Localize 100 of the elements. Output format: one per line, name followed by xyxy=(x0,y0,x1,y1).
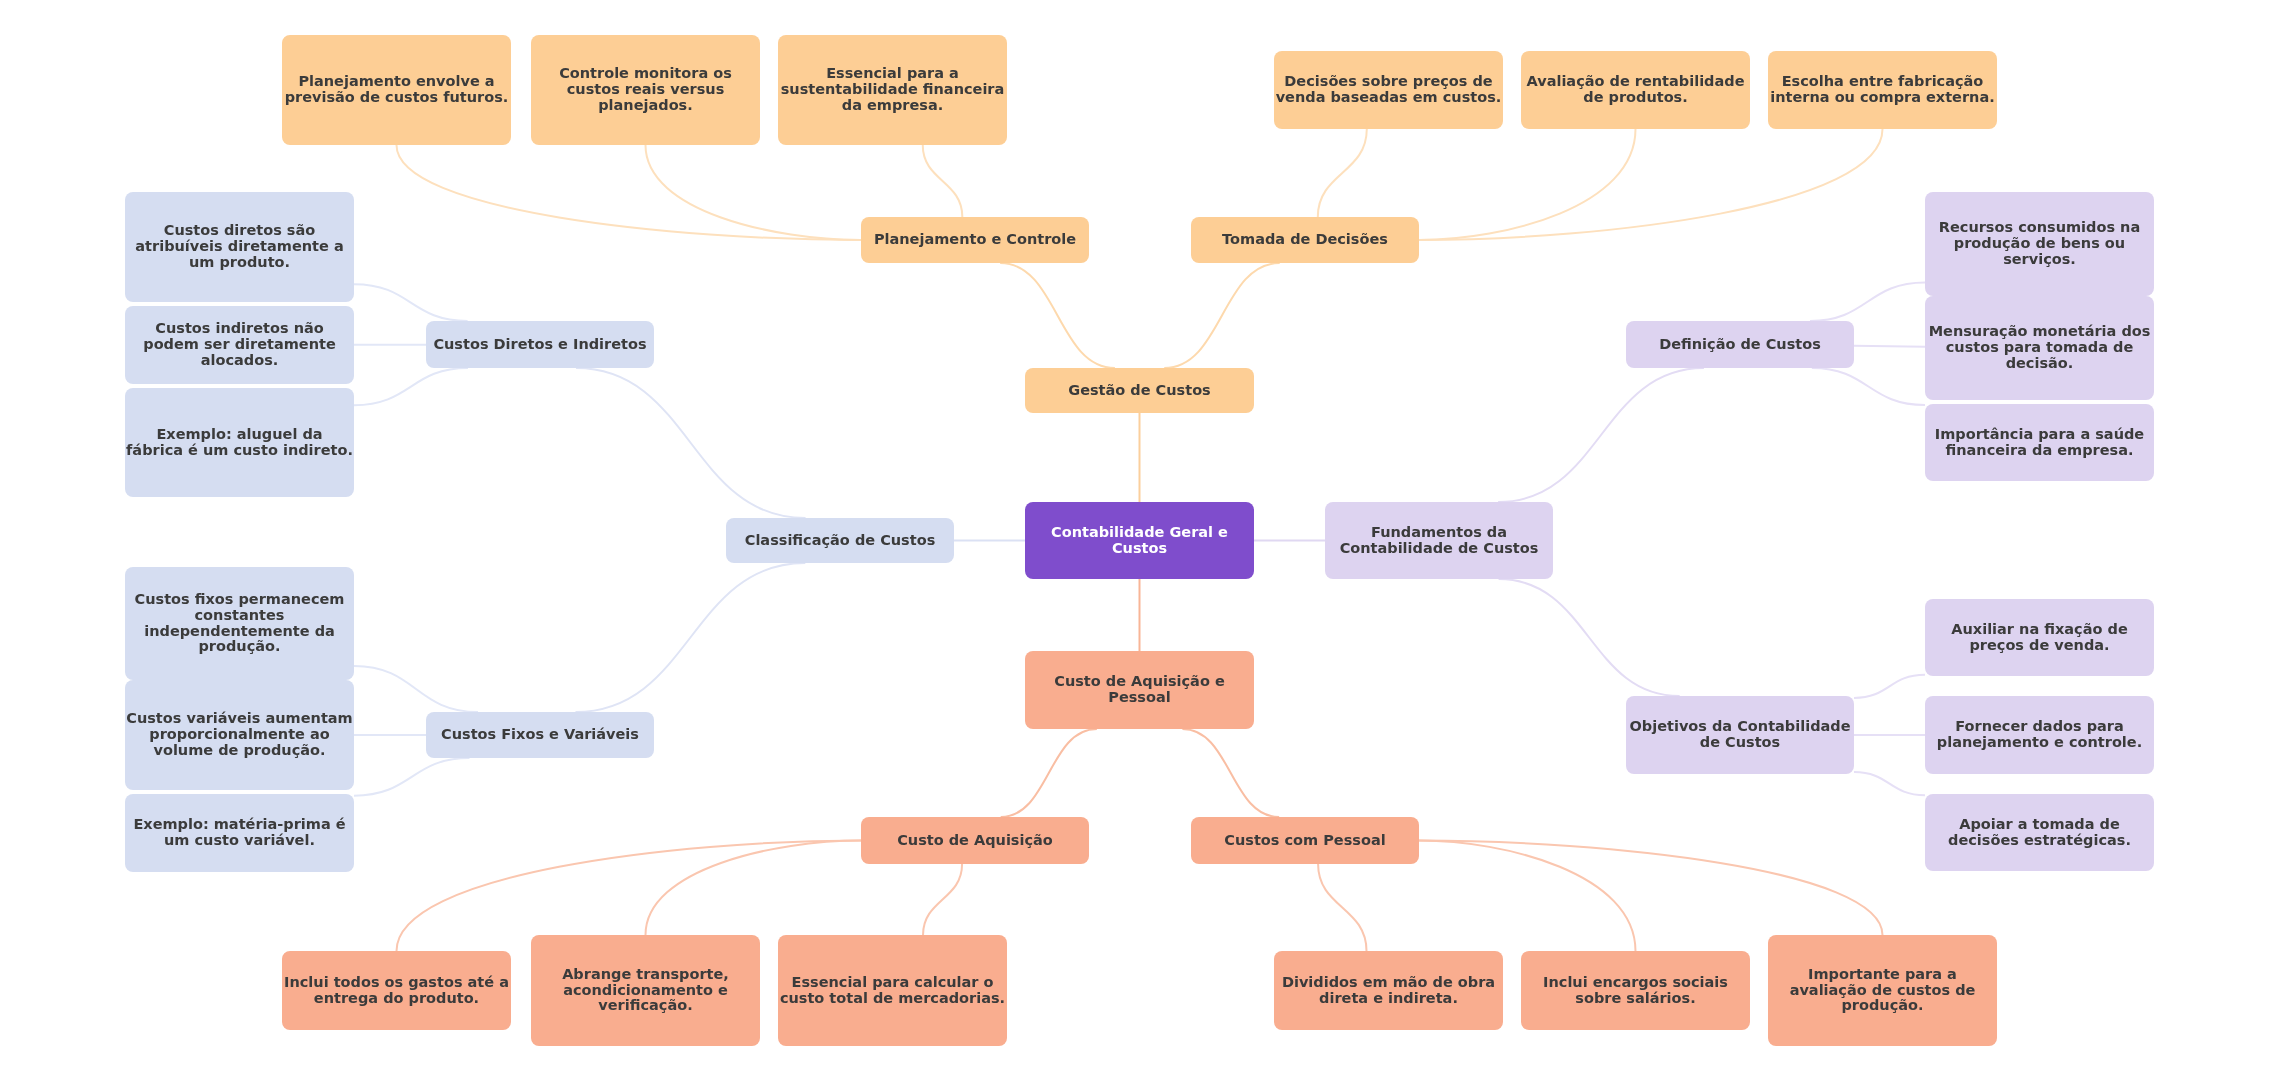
topic-box xyxy=(531,35,760,145)
connector-line xyxy=(1138,412,1141,503)
topic-text: Custos Fixos e Variáveis xyxy=(441,727,639,743)
topic-text: Apoiar a tomada de decisões estratégicas. xyxy=(1947,816,2132,849)
topic-box xyxy=(1925,794,2154,871)
topic-text: Decisões sobre preços de venda baseadas em custos. xyxy=(1275,74,1502,106)
central-topic-box xyxy=(1025,502,1254,579)
topic-text: Exemplo: aluguel da fábrica é um custo indireto. xyxy=(126,426,353,459)
topic-text: Essencial para calcular o custo total de mercadorias. xyxy=(779,974,1006,1007)
topic-text: Custos diretos são atribuíveis diretamente a um produto. xyxy=(134,223,345,271)
topic-text: Auxiliar na fixação de preços de venda. xyxy=(1950,621,2129,654)
connector-line xyxy=(1497,367,1705,503)
topic-box xyxy=(1191,817,1419,864)
topic-box xyxy=(861,217,1089,263)
connector-line xyxy=(953,539,1026,542)
topic-text: Definição de Custos xyxy=(1659,336,1821,353)
topic-box xyxy=(426,321,654,368)
topic-box xyxy=(125,794,354,872)
topic-box xyxy=(1325,502,1553,579)
topic-box xyxy=(1925,192,2154,296)
topic-box xyxy=(1925,296,2154,400)
topic-box xyxy=(125,192,354,302)
topic-box xyxy=(1274,51,1503,129)
topic-text: Escolha entre fabricação interna ou compra externa. xyxy=(1769,74,1996,106)
topic-text: Gestão de Custos xyxy=(1068,382,1211,399)
topic-text: Objetivos da Contabilidade de Custos xyxy=(1628,719,1852,751)
topic-text: Custos Diretos e Indiretos xyxy=(433,336,647,353)
topic-text: Exemplo: matéria-prima é um custo variável. xyxy=(132,817,347,849)
topic-text: Controle monitora os custos reais versus planejados. xyxy=(558,66,733,114)
topic-text: Custos com Pessoal xyxy=(1224,832,1386,849)
topic-text: Inclui encargos sociais sobre salários. xyxy=(1542,974,1729,1007)
topic-box xyxy=(282,951,511,1030)
topic-text: Planejamento e Controle xyxy=(873,232,1077,248)
topic-text: Fornecer dados para planejamento e controle. xyxy=(1935,719,2144,751)
topic-box xyxy=(726,518,954,563)
connector-line xyxy=(644,839,862,936)
topic-box xyxy=(1626,321,1854,368)
connector-line xyxy=(921,144,964,218)
topic-box xyxy=(531,935,760,1046)
topic-text: Divididos em mão de obra direta e indireta. xyxy=(1280,974,1497,1007)
connector-line xyxy=(353,283,469,322)
topic-text: Contabilidade Geral e Custos xyxy=(1050,524,1229,557)
topic-box xyxy=(861,817,1089,864)
topic-text: Avaliação de rentabilidade de produtos. xyxy=(1525,74,1746,106)
topic-text: Recursos consumidos na produção de bens ou serviços. xyxy=(1937,220,2142,268)
topic-box xyxy=(1925,599,2154,676)
topic-text: Inclui todos os gastos até a entrega do produto. xyxy=(283,974,510,1007)
topic-text: Mensuração monetária dos custos para tomada de decisão. xyxy=(1927,324,2152,372)
connector-line xyxy=(574,367,807,519)
connector-line xyxy=(1181,728,1281,818)
topic-box xyxy=(1191,217,1419,263)
topic-box xyxy=(426,712,654,758)
topic-box xyxy=(125,388,354,497)
topic-box xyxy=(1025,368,1254,413)
topic-box xyxy=(778,935,1007,1046)
topic-text: Tomada de Decisões xyxy=(1222,232,1388,248)
topic-box xyxy=(1768,935,1997,1046)
connector-line xyxy=(644,144,862,241)
topic-box xyxy=(1521,951,1750,1030)
topic-box xyxy=(125,306,354,384)
connector-line xyxy=(999,728,1098,818)
topic-box xyxy=(1626,696,1854,774)
connector-line xyxy=(1809,281,1926,322)
connector-line xyxy=(1418,839,1884,936)
topic-text: Importância para a saúde financeira da empresa. xyxy=(1933,426,2146,459)
connector-line xyxy=(1163,262,1281,369)
topic-box xyxy=(1925,696,2154,774)
topic-box xyxy=(1025,651,1254,729)
topic-text: Classificação de Custos xyxy=(744,532,936,549)
connector-line xyxy=(353,367,469,407)
connector-line xyxy=(1853,771,1926,797)
topic-text: Abrange transporte, acondicionamento e verificação. xyxy=(561,966,730,1015)
topic-text: Custos indiretos não podem ser diretamente alocados. xyxy=(142,321,337,369)
connector-line xyxy=(1853,673,1926,699)
topic-text: Essencial para a sustentabilidade financeira da empresa. xyxy=(779,66,1006,114)
connector-line xyxy=(353,665,479,713)
topic-box xyxy=(125,567,354,680)
topic-box xyxy=(1521,51,1750,129)
connector-line xyxy=(1317,863,1368,952)
topic-box xyxy=(1925,404,2154,481)
topic-box xyxy=(1768,51,1997,129)
topic-box xyxy=(125,680,354,790)
connector-line xyxy=(1138,578,1141,652)
connector-line xyxy=(1316,128,1368,218)
topic-text: Custos fixos permanecem constantes independentemente da produção. xyxy=(133,591,346,656)
connector-line xyxy=(353,757,471,797)
topic-text: Importante para a avaliação de custos de produção. xyxy=(1788,966,1977,1015)
topic-text: Custos variáveis aumentam proporcionalmente ao volume de produção. xyxy=(126,711,353,759)
topic-text: Planejamento envolve a previsão de custos futuros. xyxy=(283,74,510,106)
topic-text: Fundamentos da Contabilidade de Custos xyxy=(1338,524,1540,557)
topic-text: Custo de Aquisição xyxy=(897,832,1053,849)
connector-line xyxy=(1810,367,1926,407)
connector-line xyxy=(1497,578,1681,697)
connector-line xyxy=(574,562,807,713)
topic-box xyxy=(778,35,1007,145)
topic-box xyxy=(282,35,511,145)
topic-text: Custo de Aquisição e Pessoal xyxy=(1053,674,1226,706)
topic-box xyxy=(1274,951,1503,1030)
connector-line xyxy=(1253,539,1326,542)
connector-line xyxy=(922,863,964,936)
